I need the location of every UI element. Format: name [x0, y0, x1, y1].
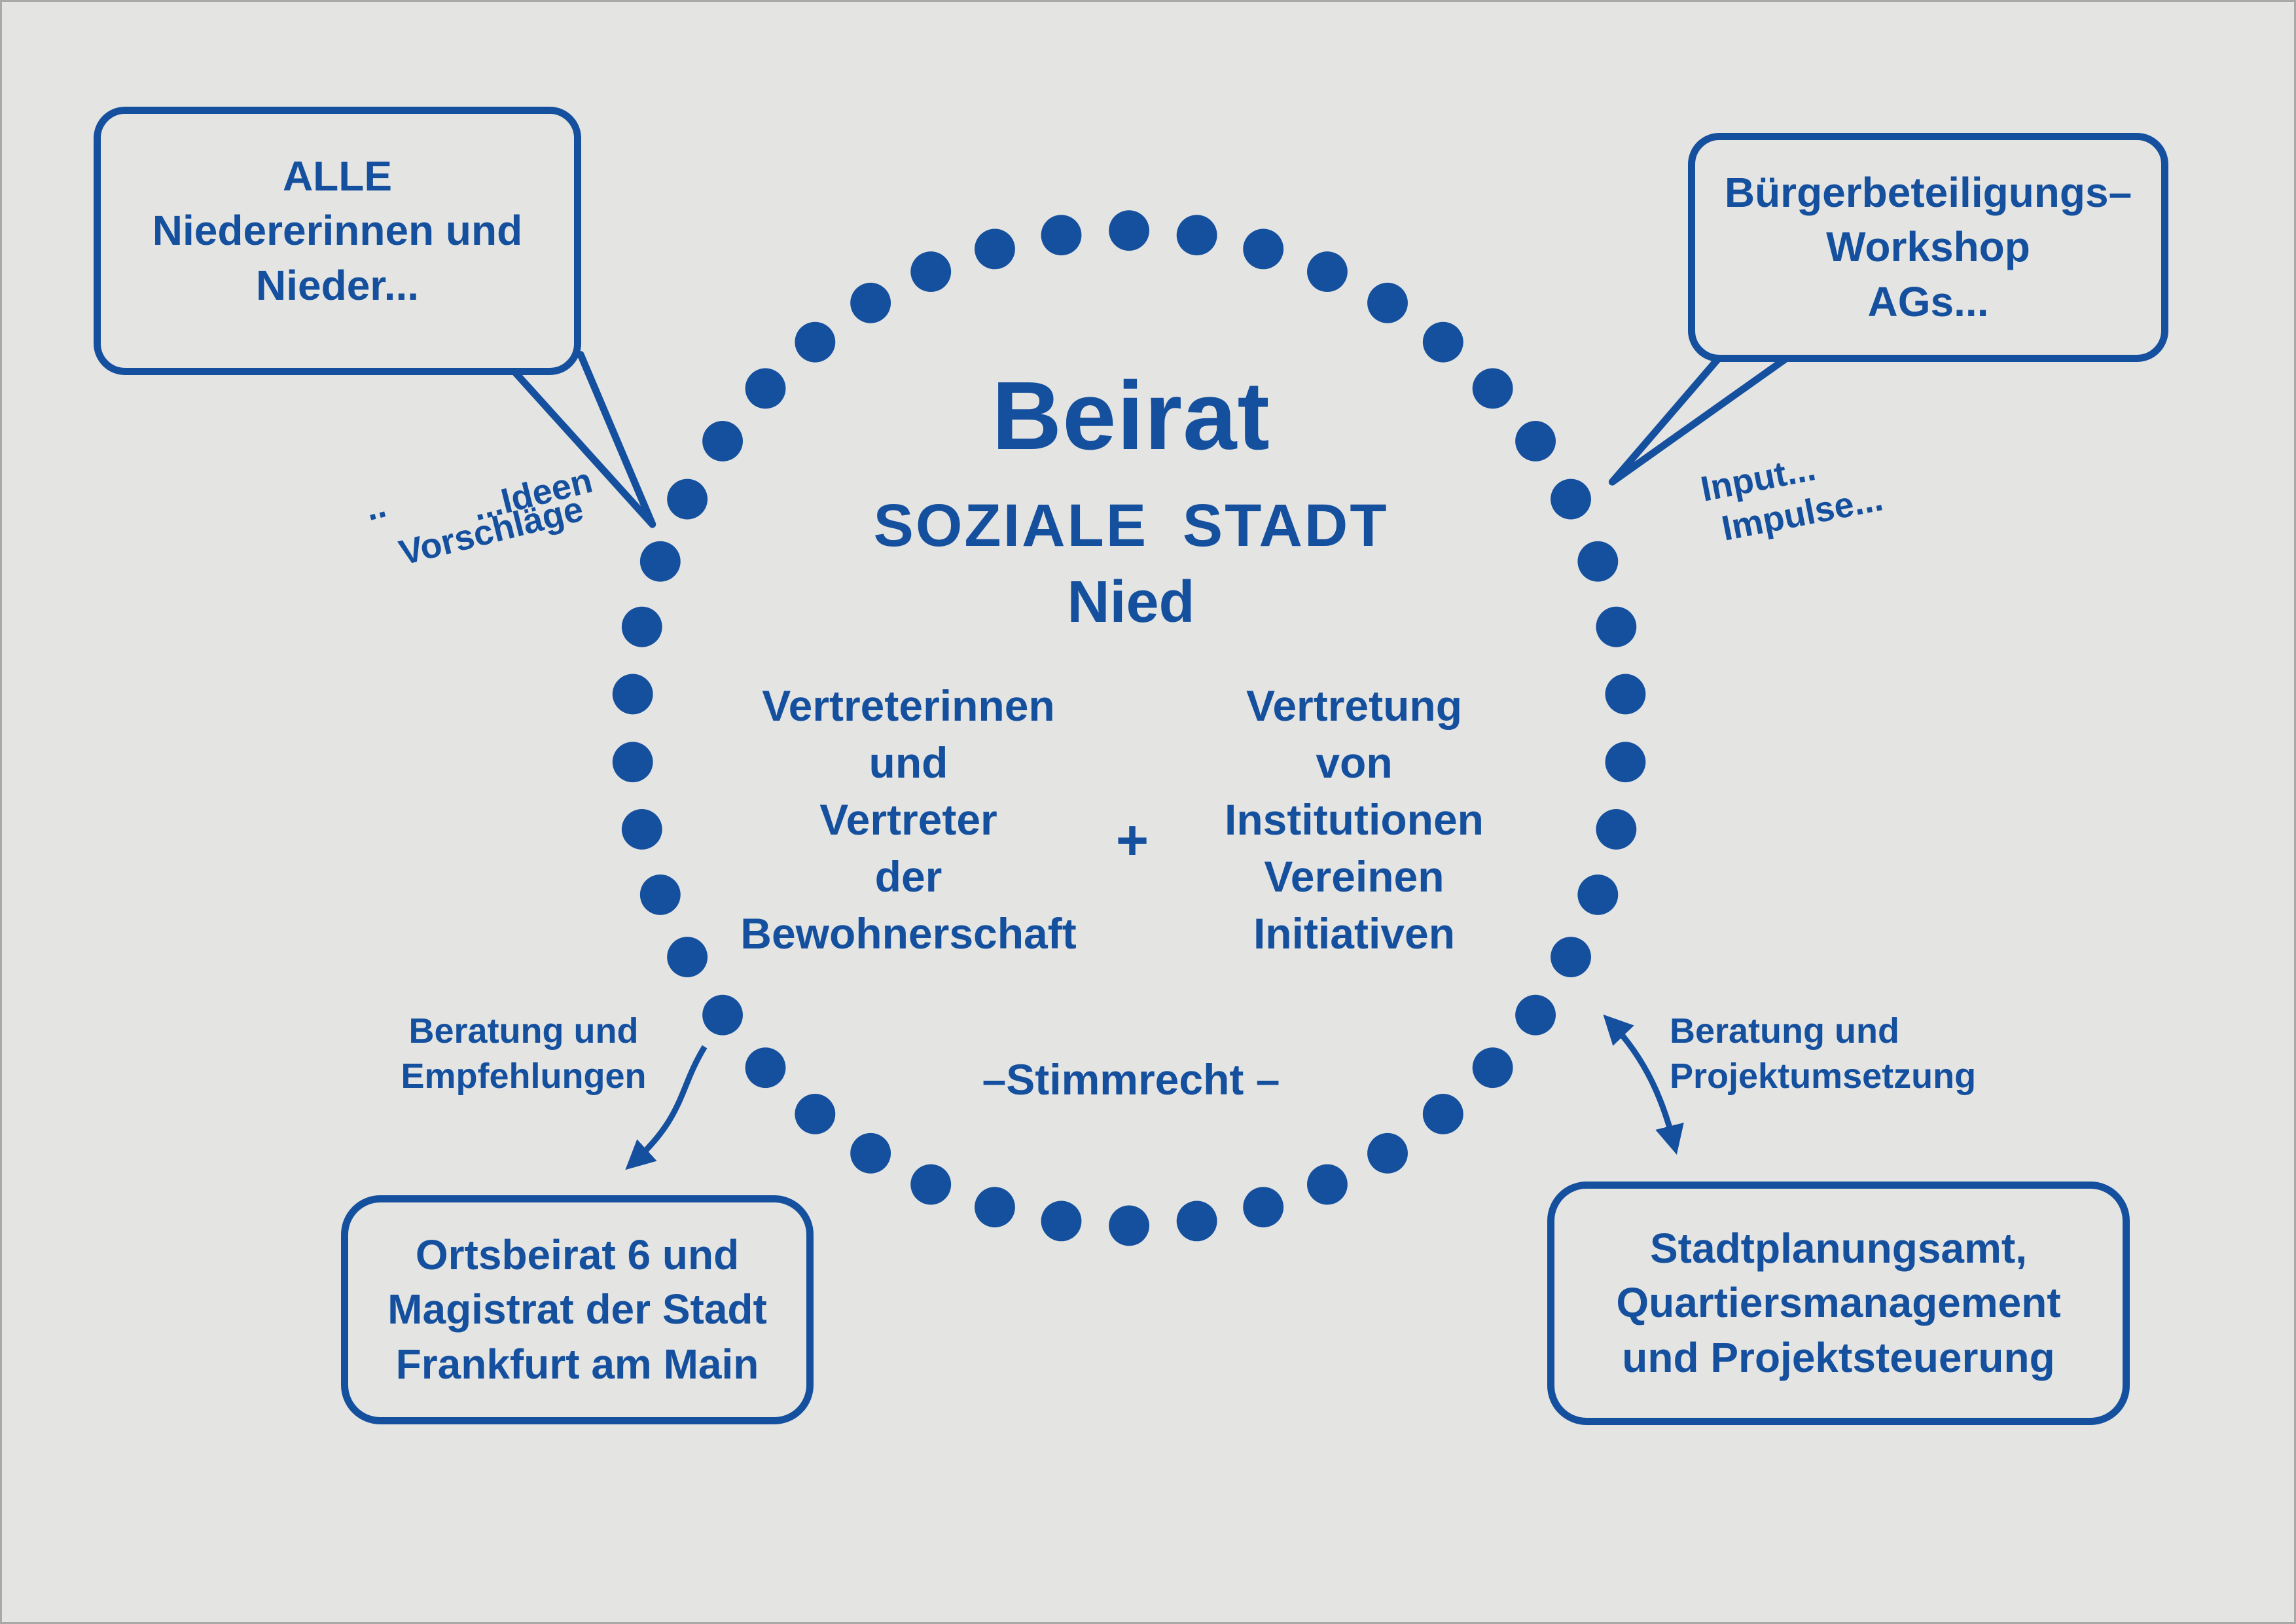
right-column-line: Institutionen — [1225, 795, 1484, 844]
circle-dot — [702, 994, 744, 1036]
note-line: Beratung und — [1670, 1011, 1899, 1051]
circle-subtitle: SOZIALE STADT — [873, 492, 1389, 559]
right-column: Vertretung von Institutionen Vereinen In… — [1125, 677, 1583, 963]
circle-dot — [667, 937, 708, 977]
circle-dot — [1596, 809, 1637, 850]
arrow-to-ortsbeirat — [625, 1045, 708, 1170]
bubble-line: Bürgerbeteiligungs– — [1724, 169, 2132, 217]
left-column-line: Vertreter — [819, 795, 997, 844]
circle-dot — [1577, 541, 1619, 582]
box-line: und Projektsteuerung — [1622, 1333, 2055, 1381]
circle-dot — [795, 1094, 836, 1134]
box-ortsbeirat: Ortsbeirat 6 und Magistrat der Stadt Fra… — [341, 1195, 814, 1424]
right-column-line: Initiativen — [1253, 909, 1456, 958]
beratung-projektumsetzung-label: Beratung und Projektumsetzung — [1670, 1009, 2010, 1099]
speech-bubble-alle-niederer: ALLE Niedererinnen und Nieder... — [94, 107, 581, 375]
circle-dot — [1176, 1200, 1217, 1242]
bubble-line: Niedererinnen und — [152, 207, 523, 255]
circle-dot — [1109, 210, 1149, 251]
circle-dot — [1551, 937, 1591, 977]
circle-dot — [1109, 1205, 1149, 1246]
circle-dot — [1422, 1094, 1463, 1134]
circle-dot — [745, 1047, 786, 1089]
box-line: Stadtplanungsamt, — [1649, 1225, 2028, 1272]
circle-dot — [1176, 215, 1217, 256]
circle-dot — [850, 1132, 891, 1174]
box-line: Ortsbeirat 6 und — [415, 1231, 740, 1279]
box-line: Magistrat der Stadt — [387, 1286, 767, 1333]
circle-dot — [910, 251, 952, 293]
box-line: Quartiersmanagement — [1616, 1279, 2061, 1327]
circle-dot — [1041, 215, 1082, 256]
circle-dot — [702, 421, 744, 461]
circle-dot — [612, 742, 653, 783]
circle-dot — [1422, 321, 1463, 363]
circle-dot — [667, 478, 708, 520]
circle-dot — [1367, 1132, 1408, 1174]
circle-dot — [639, 541, 681, 582]
left-column-line: Vertreterinnen — [762, 681, 1055, 730]
circle-dot — [975, 228, 1015, 270]
left-column-line: der — [874, 852, 942, 901]
circle-dot — [1515, 421, 1556, 461]
bubble-line: ALLE — [282, 153, 393, 200]
circle-dot — [1472, 1047, 1513, 1089]
circle-dot — [1577, 874, 1619, 915]
circle-dot — [1596, 606, 1637, 647]
circle-dot — [1551, 478, 1591, 520]
bubble-line: Nieder... — [256, 261, 419, 309]
plus-sign: + — [1115, 809, 1149, 872]
stimmrecht-note: –Stimmrecht – — [982, 1055, 1280, 1104]
circle-dot — [910, 1164, 952, 1205]
circle-dot — [795, 321, 836, 363]
bubble-line: AGs... — [1867, 278, 1989, 325]
circle-subtitle-2: Nied — [1067, 569, 1195, 635]
right-column-line: Vertretung — [1246, 681, 1463, 730]
circle-dot — [975, 1187, 1015, 1228]
dotted-circle — [612, 210, 1646, 1246]
circle-dot — [1243, 228, 1284, 270]
box-stadtplanungsamt: Stadtplanungsamt, Quartiersmanagement un… — [1547, 1182, 2130, 1425]
bubble-line: Workshop — [1826, 223, 2030, 271]
circle-dot — [1605, 742, 1646, 783]
circle-dot — [1472, 368, 1513, 409]
circle-dot — [1041, 1200, 1082, 1242]
circle-dot — [639, 874, 681, 915]
left-column-line: und — [869, 738, 948, 787]
circle-title: Beirat — [992, 362, 1270, 470]
beratung-empfehlungen-label: Beratung und Empfehlungen — [389, 1009, 658, 1099]
left-column: Vertreterinnen und Vertreter der Bewohne… — [679, 677, 1138, 963]
right-column-line: von — [1316, 738, 1393, 787]
circle-dot — [1605, 674, 1646, 715]
circle-dot — [612, 674, 653, 715]
left-column-line: Bewohnerschaft — [740, 909, 1077, 958]
circle-dot — [1243, 1187, 1284, 1228]
circle-dot — [850, 282, 891, 323]
note-line: Projektumsetzung — [1670, 1056, 1977, 1096]
note-line: Beratung und — [408, 1011, 639, 1051]
circle-dot — [621, 606, 662, 647]
circle-dot — [745, 368, 786, 409]
speech-bubble-buergerbeteiligung: Bürgerbeteiligungs– Workshop AGs... — [1688, 133, 2168, 362]
circle-dot — [1515, 994, 1556, 1036]
arrow-stadtplanungsamt-bidirectional — [1603, 1014, 1684, 1155]
circle-dot — [1307, 1164, 1348, 1205]
box-line: Frankfurt am Main — [395, 1340, 759, 1388]
note-line: Empfehlungen — [401, 1056, 647, 1096]
circle-dot — [621, 809, 662, 850]
circle-dot — [1367, 282, 1408, 323]
right-column-line: Vereinen — [1264, 852, 1444, 901]
circle-dot — [1307, 251, 1348, 293]
